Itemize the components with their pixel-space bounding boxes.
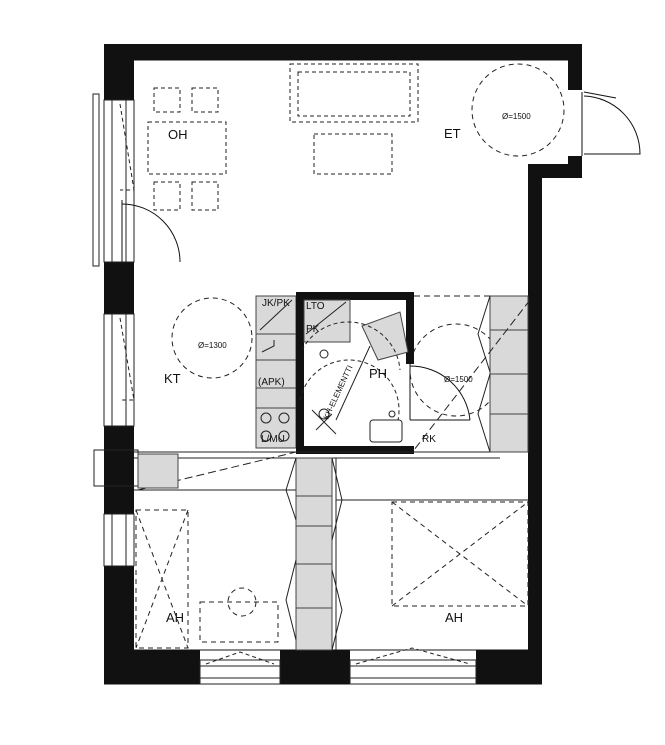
fixture-label-rk: RK — [422, 434, 436, 445]
desk — [199, 587, 279, 643]
kitchen-cabinets — [255, 295, 297, 449]
living-furniture — [289, 63, 419, 175]
fixture-label-jk-pk: JK/PK — [262, 298, 290, 309]
room-label-ah-right: AH — [445, 610, 463, 625]
turning-circle-et — [471, 63, 565, 157]
kitchen-stove — [259, 299, 293, 442]
fixture-label-liesi: L/MU — [261, 434, 285, 445]
bathroom-lines — [299, 301, 403, 443]
turning-circle-kt — [171, 297, 253, 379]
bed-right — [391, 501, 529, 607]
windows-bottom — [199, 647, 477, 685]
turning-circle-label-et: Ø=1500 — [502, 112, 531, 121]
room-label-oh: OH — [168, 127, 188, 142]
turning-circle-label-kt: Ø=1300 — [198, 341, 227, 350]
fixture-label-apk: (APK) — [258, 377, 285, 388]
bathroom-interior — [303, 299, 409, 361]
wardrobe-doors — [285, 295, 531, 651]
room-label-kt: KT — [164, 371, 181, 386]
turning-circle-label-ph: Ø=1500 — [444, 375, 473, 384]
bathroom-walls — [296, 292, 414, 454]
room-label-ah-left: AH — [166, 610, 184, 625]
fixture-label-pk: PK — [306, 324, 320, 335]
room-label-et: ET — [444, 126, 461, 141]
turning-circle-ph — [409, 323, 503, 417]
bed-left — [135, 509, 189, 649]
wardrobes — [137, 295, 529, 651]
beds — [135, 501, 529, 649]
fixture-label-kh-element: KH-ELEMENTTI — [322, 364, 355, 421]
doors — [121, 91, 641, 421]
room-labels: OH ET KT PH AH AH — [164, 126, 463, 625]
turning-circle-labels: Ø=1500 Ø=1300 Ø=1500 — [198, 112, 531, 384]
windows-left — [92, 93, 135, 567]
room-label-ph: PH — [369, 366, 387, 381]
outer-walls — [104, 44, 582, 684]
dining-furniture — [147, 87, 227, 211]
fixture-label-lto: LTO — [306, 301, 325, 312]
